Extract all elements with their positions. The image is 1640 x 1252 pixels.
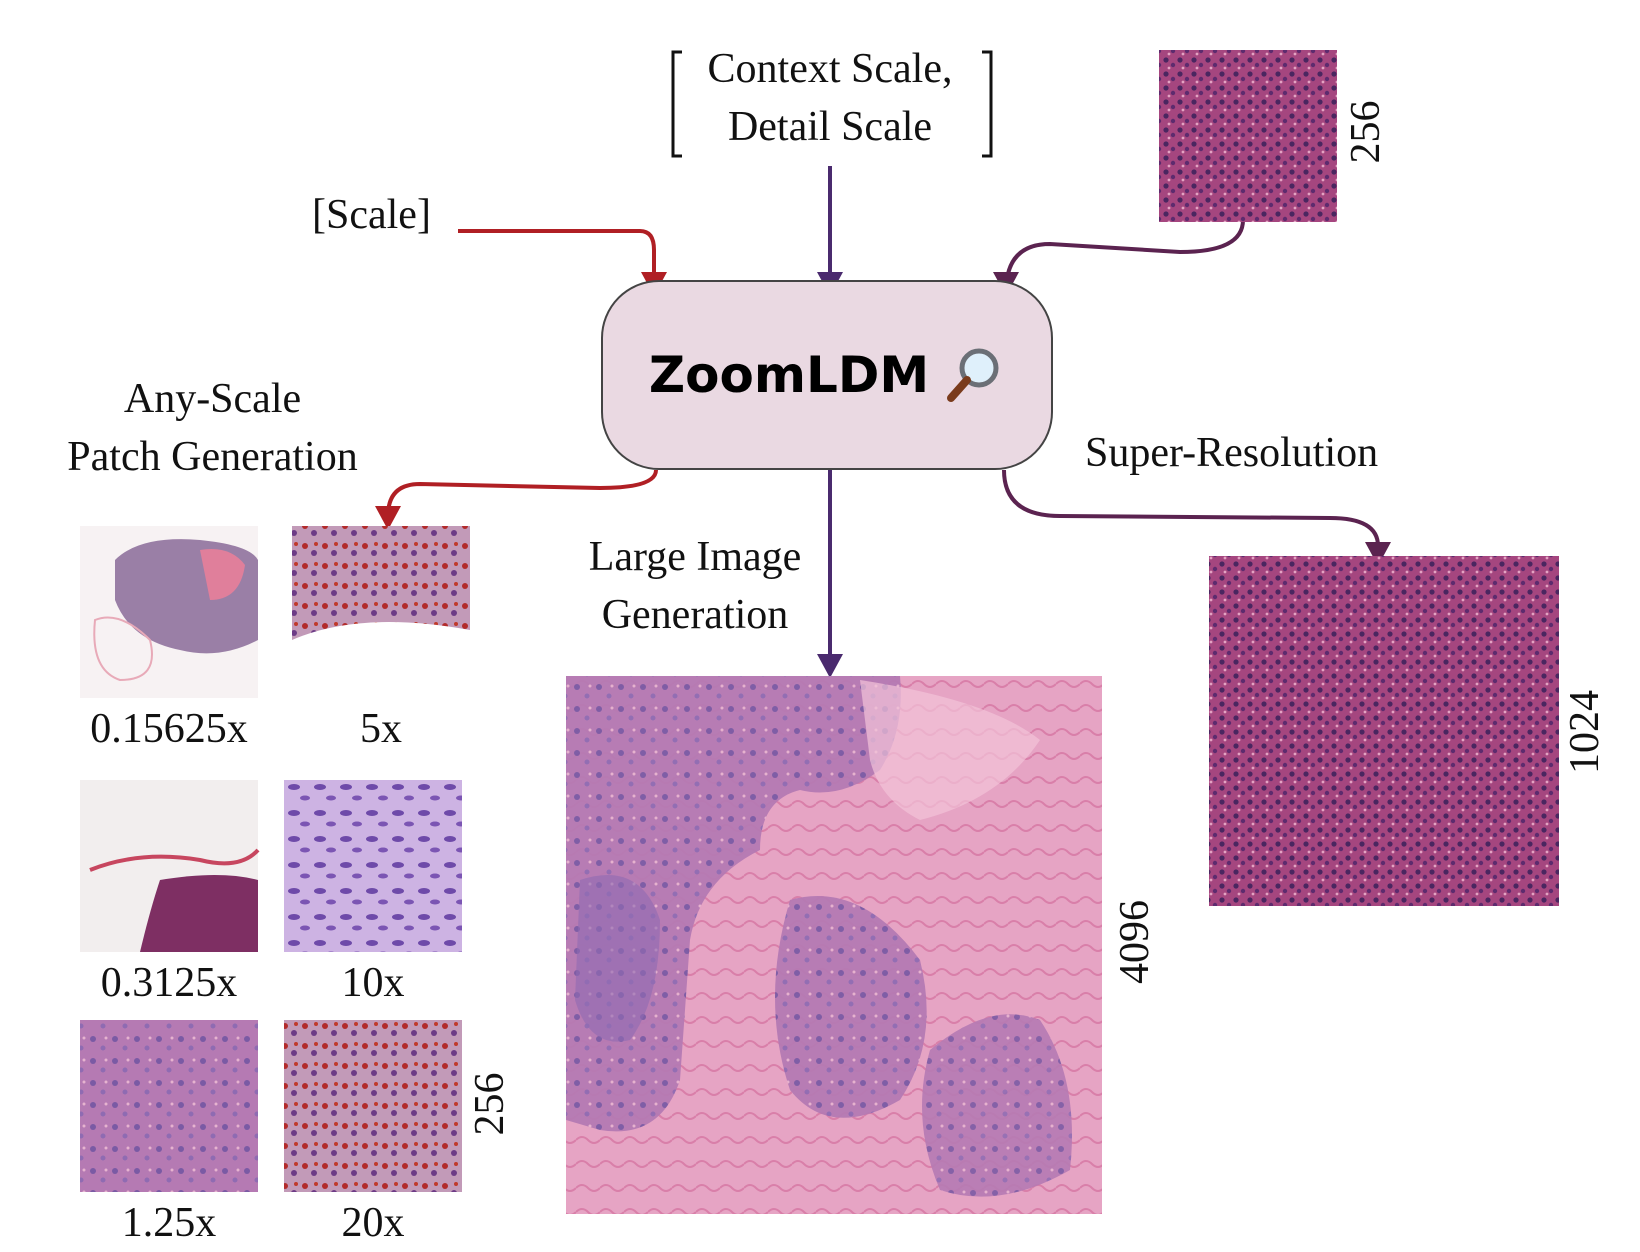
scale-label: [Scale] (312, 192, 431, 238)
context-scale-label: Context Scale, (707, 46, 953, 92)
patch-label: 5x (360, 706, 402, 752)
magnifier-icon (947, 348, 999, 402)
large-image (566, 676, 1102, 1214)
sr-input-arrow (1004, 219, 1245, 293)
large-image-size: 4096 (1112, 900, 1158, 984)
patch-tile-20x (284, 1020, 462, 1192)
super-resolution-label: Super-Resolution (1085, 430, 1379, 476)
patch-tile-0.3125x (80, 780, 260, 952)
any-scale-arrow (386, 469, 658, 517)
patch-label: 0.15625x (90, 706, 248, 752)
patch-tile-1.25x (80, 1020, 258, 1192)
detail-scale-label: Detail Scale (727, 104, 933, 150)
zoomldm-model-box: ZoomLDM (601, 280, 1053, 470)
any-scale-arrow-head (375, 506, 401, 530)
sr-output-tile (1209, 556, 1559, 906)
any-scale-label-line1: Any-Scale (123, 376, 302, 422)
patch-tile-0.15625x (80, 526, 258, 698)
sr-output-arrow (1002, 469, 1380, 547)
input-tile (1159, 50, 1337, 222)
patch-label: 20x (341, 1200, 405, 1246)
patch-size: 256 (467, 1072, 513, 1136)
scale-arrow (458, 229, 656, 292)
left-bracket (671, 50, 682, 158)
large-image-arrow-head (817, 654, 843, 678)
patch-label: 1.25x (121, 1200, 217, 1246)
sr-output-size: 1024 (1562, 690, 1608, 774)
patch-label: 0.3125x (100, 960, 238, 1006)
right-bracket (982, 50, 993, 158)
input-tile-size: 256 (1343, 100, 1389, 164)
patch-tile-10x (284, 780, 462, 952)
sr-output-arrow-head (1365, 542, 1391, 566)
large-image-label-line1: Large Image (588, 534, 802, 580)
large-image-label-line2: Generation (601, 592, 789, 638)
model-title: ZoomLDM (648, 346, 930, 404)
any-scale-label-line2: Patch Generation (67, 434, 358, 480)
patch-label: 10x (341, 960, 405, 1006)
